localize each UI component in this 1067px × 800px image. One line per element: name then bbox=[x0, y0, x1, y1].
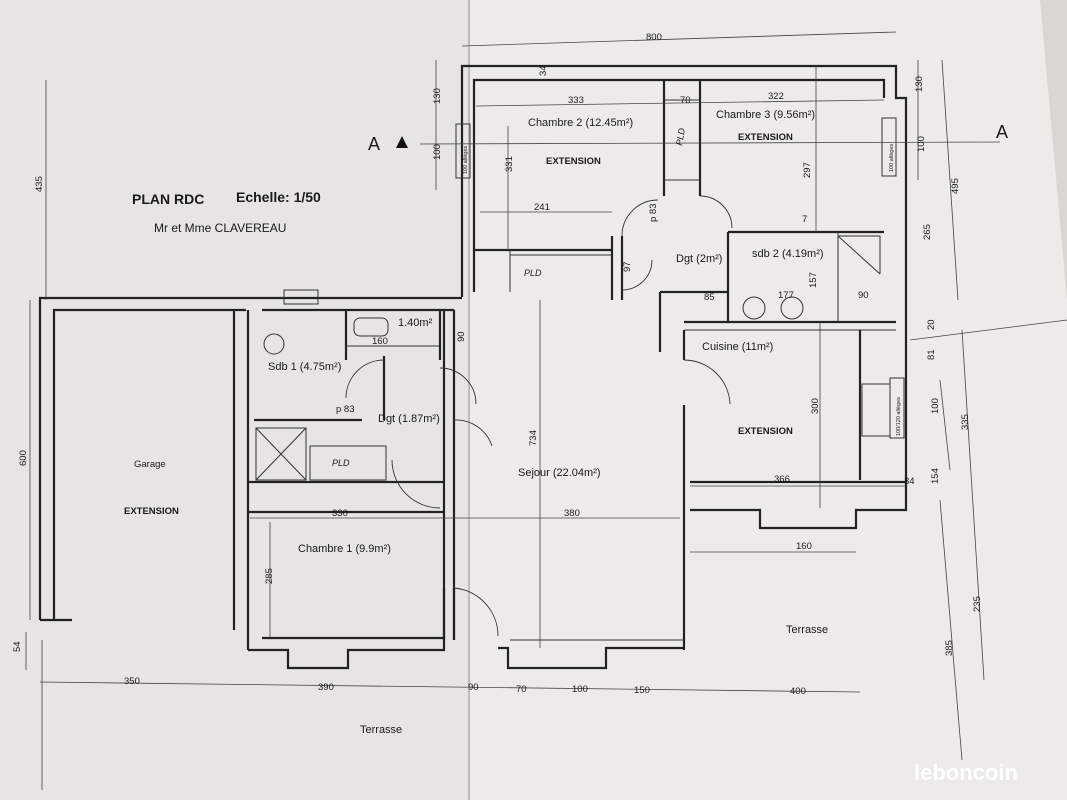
dimension-values: 800 34 333 70 322 130 100 331 241 p 83 9… bbox=[12, 32, 983, 697]
paper-right bbox=[470, 0, 1067, 800]
dim-300: 300 bbox=[810, 398, 821, 414]
plan-title: PLAN RDC bbox=[132, 191, 204, 207]
dim-70: 70 bbox=[680, 95, 691, 106]
dim-400: 400 bbox=[790, 686, 806, 697]
dim-p83-mid: p 83 bbox=[336, 404, 355, 415]
dim-495: 495 bbox=[950, 178, 961, 194]
dim-100-bottom: 100 bbox=[572, 684, 588, 695]
window-note-left: 100 allèges bbox=[463, 146, 469, 174]
dim-331: 331 bbox=[504, 156, 515, 172]
plan-scale: Echelle: 1/50 bbox=[236, 189, 321, 205]
extension-label-cuisine: EXTENSION bbox=[738, 426, 793, 437]
dim-390: 390 bbox=[318, 682, 334, 693]
owner-name: Mr et Mme CLAVEREAU bbox=[154, 221, 286, 235]
dim-p83-top: p 83 bbox=[648, 204, 659, 223]
window-note-right: 100 allèges bbox=[889, 144, 895, 172]
dim-333: 333 bbox=[568, 95, 584, 106]
room-label-cuisine: Cuisine (11m²) bbox=[702, 341, 773, 353]
pld-label-sdb-1: PLD bbox=[332, 458, 350, 468]
dim-380: 380 bbox=[564, 508, 580, 519]
dim-130-right: 130 bbox=[914, 76, 925, 92]
dim-34-kitchen: 34 bbox=[904, 476, 915, 487]
extension-label-garage: EXTENSION bbox=[124, 506, 179, 517]
dim-235: 235 bbox=[972, 596, 983, 612]
dim-350: 350 bbox=[124, 676, 140, 687]
dim-435: 435 bbox=[34, 176, 45, 192]
dim-265: 265 bbox=[922, 224, 933, 240]
dim-97: 97 bbox=[622, 261, 633, 272]
room-label-sdb-2: sdb 2 (4.19m²) bbox=[752, 248, 824, 260]
dim-177: 177 bbox=[778, 290, 794, 301]
dim-160-wc: 160 bbox=[372, 336, 388, 347]
dim-150: 150 bbox=[634, 685, 650, 696]
room-label-wc: 1.40m² bbox=[398, 317, 433, 329]
dim-7: 7 bbox=[802, 214, 807, 225]
dim-100-kitchen: 100 bbox=[930, 398, 941, 414]
dim-85: 85 bbox=[704, 292, 715, 303]
pld-label-chambre-2: PLD bbox=[524, 268, 542, 278]
room-label-chambre-2: Chambre 2 (12.45m²) bbox=[528, 117, 633, 129]
dim-81: 81 bbox=[926, 349, 937, 360]
room-label-dgt-mid: Dgt (1.87m²) bbox=[378, 413, 440, 425]
room-label-sejour: Sejour (22.04m²) bbox=[518, 467, 601, 479]
dim-54: 54 bbox=[12, 641, 23, 652]
dim-160-kitchen: 160 bbox=[796, 541, 812, 552]
room-label-chambre-1: Chambre 1 (9.9m²) bbox=[298, 543, 391, 555]
dim-322: 322 bbox=[768, 91, 784, 102]
dim-734: 734 bbox=[528, 430, 539, 446]
dim-130-left: 130 bbox=[432, 88, 443, 104]
dim-157: 157 bbox=[808, 272, 819, 288]
room-label-garage: Garage bbox=[134, 459, 166, 470]
dim-297: 297 bbox=[802, 162, 813, 178]
extension-label-chambre-3: EXTENSION bbox=[738, 132, 793, 143]
dim-335: 335 bbox=[960, 414, 971, 430]
room-label-chambre-3: Chambre 3 (9.56m²) bbox=[716, 109, 815, 121]
dim-385: 385 bbox=[944, 640, 955, 656]
dim-330: 330 bbox=[332, 508, 348, 519]
walls bbox=[38, 64, 908, 670]
section-mark-left: A bbox=[368, 134, 380, 154]
dim-100-right: 100 bbox=[916, 136, 927, 152]
dim-90-wc: 90 bbox=[456, 331, 467, 342]
dimension-lines bbox=[25, 31, 1067, 790]
dim-154: 154 bbox=[930, 468, 941, 484]
pld-label-chambre-3: PLD bbox=[674, 127, 687, 146]
extension-label-chambre-2: EXTENSION bbox=[546, 156, 601, 167]
dim-34: 34 bbox=[538, 65, 549, 76]
room-label-dgt-top: Dgt (2m²) bbox=[676, 253, 722, 265]
window-note-kitchen: 100/120 allèges bbox=[896, 397, 902, 436]
dim-285: 285 bbox=[264, 568, 275, 584]
dim-70-bottom: 70 bbox=[516, 684, 527, 695]
room-label-terrasse-right: Terrasse bbox=[786, 624, 828, 636]
room-label-sdb-1: Sdb 1 (4.75m²) bbox=[268, 361, 341, 373]
room-label-terrasse-bottom: Terrasse bbox=[360, 724, 402, 736]
dim-90-bottom: 90 bbox=[468, 682, 479, 693]
dim-100-left: 100 bbox=[432, 144, 443, 160]
section-mark-right: A bbox=[996, 122, 1008, 142]
dim-top-total: 800 bbox=[646, 32, 662, 43]
dim-20: 20 bbox=[926, 319, 937, 330]
dim-90-sdb2: 90 bbox=[858, 290, 869, 301]
dim-366: 366 bbox=[774, 474, 790, 485]
leboncoin-watermark: leboncoin bbox=[914, 760, 1018, 785]
dim-600: 600 bbox=[18, 450, 29, 466]
dim-241: 241 bbox=[534, 202, 550, 213]
door-swings bbox=[345, 195, 733, 637]
